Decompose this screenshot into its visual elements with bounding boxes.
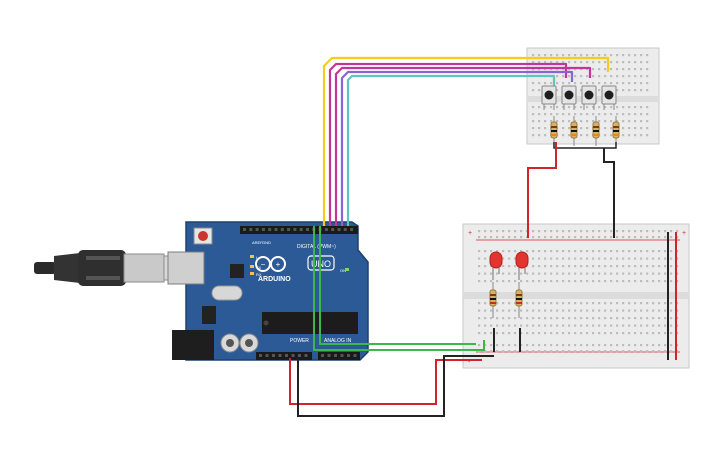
button-4[interactable] [601,85,617,110]
usb-cable[interactable] [34,250,187,286]
wire-yellow [322,56,610,226]
svg-text:+: + [276,260,281,269]
leds[interactable] [489,251,529,280]
digital-header[interactable] [240,226,358,234]
plus-label-top: + [468,230,472,237]
led-2 [515,251,529,280]
on-label: ON [340,268,346,273]
analog-label: ANALOG IN [324,338,352,344]
pushbuttons[interactable] [541,85,617,110]
wire-green-1[interactable] [319,226,476,345]
wire-red-5v[interactable] [289,358,482,405]
aref-label: AREF [252,240,263,245]
plus-label-top-right: + [682,230,686,237]
led-1 [489,251,503,280]
digital-label: DIGITAL (PWM~) [297,244,336,250]
wire-green-2[interactable] [313,226,485,351]
pulldown-resistors [550,116,620,146]
wire-magenta-2 [334,66,592,226]
arduino-logo: − + [255,256,286,272]
wire-black-gnd[interactable] [297,355,494,417]
rx-label: RX [256,272,262,277]
button-2[interactable] [561,85,577,110]
l-label: L [256,255,259,260]
svg-text:−: − [261,260,266,269]
button-3[interactable] [581,85,597,110]
power-label: POWER [290,338,309,344]
wire-teal [346,74,556,226]
wire-black-gnd-buttons[interactable] [603,148,615,238]
gnd-label: GND [262,240,271,245]
power-header[interactable] [256,352,312,360]
wire-violet [340,70,574,226]
reset-button[interactable] [198,231,208,241]
led-resistors [489,282,523,318]
brand-label: ARDUINO [258,276,291,283]
signal-wires[interactable] [322,56,610,226]
analog-header[interactable] [318,352,360,360]
button-1[interactable] [541,85,557,110]
minus-label-bottom: - [468,359,471,366]
tx-label: TX [256,265,261,270]
wire-red-5v-buttons[interactable] [527,142,557,238]
arduino-uno-board[interactable]: − + ARDUINO UNO AREF GND DIGITAL (PWM~) … [167,221,369,361]
main-breadboard[interactable]: + + - [462,223,690,369]
